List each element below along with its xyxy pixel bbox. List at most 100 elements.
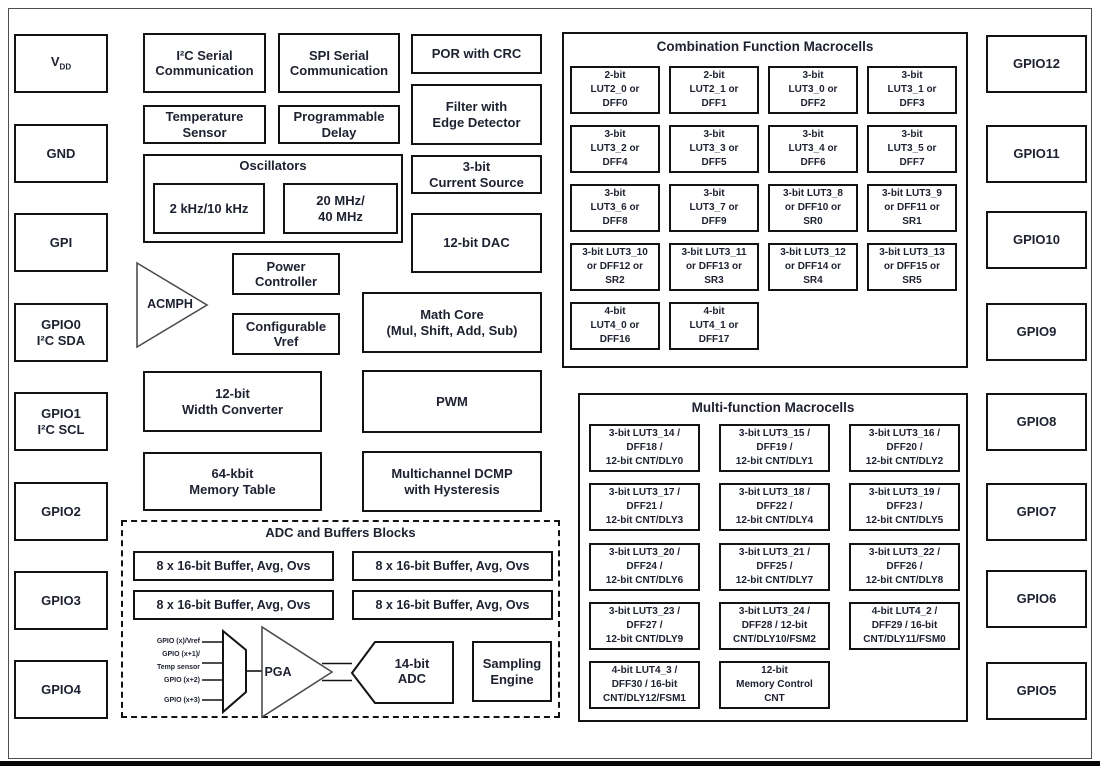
buffer-label: 8 x 16-bit Buffer, Avg, Ovs [156,558,311,573]
block-label: 3-bit Current Source [429,159,524,190]
pin-gpio6: GPIO6 [986,570,1087,628]
block-label: Multichannel DCMP with Hysteresis [391,466,513,497]
pin-gpio3: GPIO3 [14,571,108,630]
comb-macrocell-r5c2: 4-bit LUT4_1 or DFF17 [669,302,759,350]
multi-macrocell-r5c2: 12-bit Memory Control CNT [719,661,830,709]
block-label: 2 kHz/10 kHz [169,200,249,216]
block-oscillators [143,154,403,243]
adc-input-label-2: GPIO (x+1)/ [162,651,200,658]
comb-macrocell-r4c4: 3-bit LUT3_13 or DFF15 or SR5 [867,243,957,291]
macrocell-label: 3-bit LUT3_2 or DFF4 [590,128,640,169]
comb-macrocell-r1c1: 2-bit LUT2_0 or DFF0 [570,66,660,114]
pin-gpio10: GPIO10 [986,211,1087,269]
adc-input-label-3: Temp sensor [156,664,200,671]
pin-gpio7: GPIO7 [986,483,1087,541]
comb-macrocell-r5c1: 4-bit LUT4_0 or DFF16 [570,302,660,350]
buffer-label: 8 x 16-bit Buffer, Avg, Ovs [375,558,530,573]
macrocell-label: 2-bit LUT2_0 or DFF0 [590,69,640,110]
macrocell-label: 3-bit LUT3_10 or DFF12 or SR2 [582,246,648,287]
pin-label-subscript: DD [59,63,72,73]
pin-vdd: VDD [14,34,108,93]
buffer-block-3: 8 x 16-bit Buffer, Avg, Ovs [133,590,334,620]
pin-label: GPIO1 I²C SCL [37,406,85,437]
comb-macrocell-r3c2: 3-bit LUT3_7 or DFF9 [669,184,759,232]
block-math-core: Math Core (Mul, Shift, Add, Sub) [362,292,542,353]
macrocell-label: 3-bit LUT3_24 / DFF28 / 12-bit CNT/DLY10… [733,605,816,646]
block-configurable-vref: Configurable Vref [232,313,340,355]
macrocell-label: 3-bit LUT3_20 / DFF24 / 12-bit CNT/DLY6 [605,546,684,587]
comb-macrocell-r3c3: 3-bit LUT3_8 or DFF10 or SR0 [768,184,858,232]
buffer-block-1: 8 x 16-bit Buffer, Avg, Ovs [133,551,334,581]
buffer-label: 8 x 16-bit Buffer, Avg, Ovs [375,597,530,612]
acmph-triangle-icon [136,261,209,349]
comb-macrocell-r4c2: 3-bit LUT3_11 or DFF13 or SR3 [669,243,759,291]
macrocell-label: 2-bit LUT2_1 or DFF1 [689,69,739,110]
pin-label: GPIO7 [1016,504,1057,520]
comb-macrocell-r2c3: 3-bit LUT3_4 or DFF6 [768,125,858,173]
pin-gpio11: GPIO11 [986,125,1087,183]
macrocell-label: 3-bit LUT3_5 or DFF7 [887,128,937,169]
block-label: Math Core (Mul, Shift, Add, Sub) [386,307,518,338]
macrocell-label: 3-bit LUT3_15 / DFF19 / 12-bit CNT/DLY1 [735,427,814,468]
comb-macrocell-r1c3: 3-bit LUT3_0 or DFF2 [768,66,858,114]
block-label: 12-bit Width Converter [182,386,283,417]
block-multichannel-dcmp: Multichannel DCMP with Hysteresis [362,451,542,512]
pin-label: GPIO11 [1013,146,1060,162]
block-label: SPI Serial Communication [289,47,389,78]
pin-gpio5: GPIO5 [986,662,1087,720]
block-programmable-delay: Programmable Delay [278,105,400,144]
diagram-border [8,8,1092,759]
macrocell-label: 4-bit LUT4_1 or DFF17 [689,305,739,346]
adc-pentagon-icon [350,641,454,704]
macrocell-label: 3-bit LUT3_9 or DFF11 or SR1 [881,187,942,228]
page-bottom-rule [0,761,1100,766]
comb-macrocell-r4c3: 3-bit LUT3_12 or DFF14 or SR4 [768,243,858,291]
multi-macrocell-r3c3: 3-bit LUT3_22 / DFF26 / 12-bit CNT/DLY8 [849,543,960,591]
pin-label: VDD [50,54,72,73]
buffer-block-2: 8 x 16-bit Buffer, Avg, Ovs [352,551,553,581]
multi-macrocell-r4c1: 3-bit LUT3_23 / DFF27 / 12-bit CNT/DLY9 [589,602,700,650]
macrocell-label: 3-bit LUT3_16 / DFF20 / 12-bit CNT/DLY2 [865,427,944,468]
macrocell-label: 3-bit LUT3_11 or DFF13 or SR3 [681,246,747,287]
block-label: Programmable Delay [293,109,385,140]
adc-input-lines [202,641,223,701]
oscillators-title: Oscillators [239,158,307,173]
multi-macrocell-r1c2: 3-bit LUT3_15 / DFF19 / 12-bit CNT/DLY1 [719,424,830,472]
pin-label: GPIO4 [41,681,81,697]
pin-gpio4: GPIO4 [14,660,108,719]
pin-gnd: GND [14,124,108,183]
adc-input-label-5: GPIO (x+3) [164,697,200,704]
macrocell-label: 3-bit LUT3_0 or DFF2 [788,69,838,110]
block-label: 64-kbit Memory Table [189,466,276,497]
block-dac: 12-bit DAC [411,213,542,273]
macrocell-label: 3-bit LUT3_1 or DFF3 [887,69,937,110]
pin-gpio1: GPIO1 I²C SCL [14,392,108,451]
block-label: Temperature Sensor [165,109,244,140]
macrocell-label: 3-bit LUT3_17 / DFF21 / 12-bit CNT/DLY3 [605,486,684,527]
block-temperature-sensor: Temperature Sensor [143,105,266,144]
block-label: Filter with Edge Detector [432,99,521,130]
macrocell-label: 3-bit LUT3_7 or DFF9 [689,187,739,228]
pin-gpio0: GPIO0 I²C SDA [14,303,108,362]
macrocell-label: 3-bit LUT3_21 / DFF25 / 12-bit CNT/DLY7 [735,546,814,587]
block-label: Sampling Engine [482,656,542,687]
mux-shape-icon [222,628,247,715]
block-label: 12-bit DAC [443,235,510,251]
multi-macrocell-r1c1: 3-bit LUT3_14 / DFF18 / 12-bit CNT/DLY0 [589,424,700,472]
comb-macrocell-r1c2: 2-bit LUT2_1 or DFF1 [669,66,759,114]
macrocell-label: 3-bit LUT3_23 / DFF27 / 12-bit CNT/DLY9 [605,605,684,646]
adc-input-label-4: GPIO (x+2) [164,677,200,684]
acmph-label: ACMPH [147,297,193,311]
block-current-source: 3-bit Current Source [411,155,542,194]
adc-chain-graphic [202,625,454,719]
pin-gpi: GPI [14,213,108,272]
block-por-crc: POR with CRC [411,34,542,74]
pin-label: GPIO0 I²C SDA [36,317,86,348]
block-label: I²C Serial Communication [155,47,254,78]
multi-macrocell-r2c3: 3-bit LUT3_19 / DFF23 / 12-bit CNT/DLY5 [849,483,960,531]
block-spi-serial: SPI Serial Communication [278,33,400,93]
combination-macrocells-box [562,32,968,368]
pin-label: GPIO10 [1013,232,1060,248]
multifunction-macrocells-box [578,393,968,722]
block-osc-low-freq: 2 kHz/10 kHz [153,183,265,234]
